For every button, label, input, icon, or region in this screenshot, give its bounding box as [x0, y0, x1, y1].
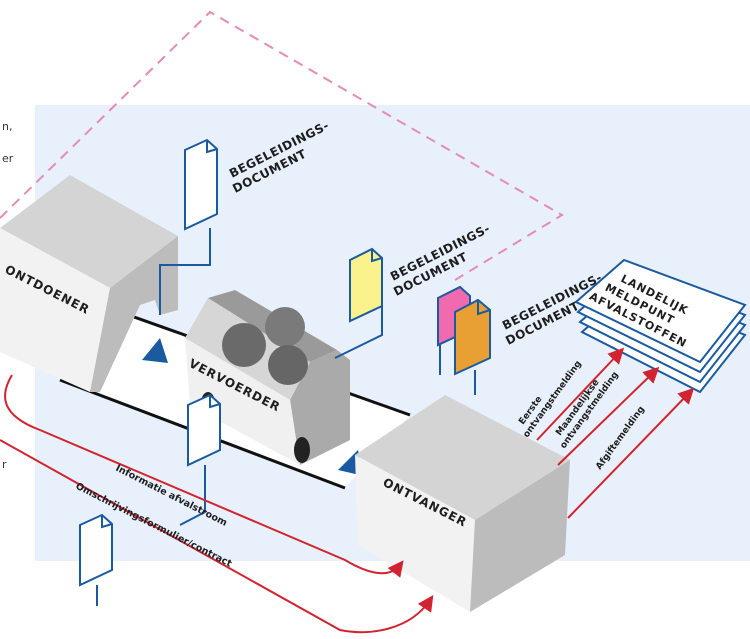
vervoerder-truck: VERVOERDER: [185, 290, 350, 465]
truck-wheel-front: [294, 437, 310, 463]
cargo-sphere-2: [265, 307, 305, 347]
flow-informatie-afvalstroom: [4, 374, 404, 578]
cargo-sphere-1: [222, 323, 266, 367]
flow-omschrijvingsformulier: [0, 439, 434, 634]
arrow-eerste-ontvangstmelding: [536, 347, 625, 441]
pink-dashed-outline: [0, 10, 564, 281]
side-text-1: n,: [2, 120, 12, 133]
cargo-sphere-3: [268, 345, 308, 385]
side-text-2: er: [2, 152, 14, 165]
ontvanger-box: ONTVANGER: [355, 395, 570, 612]
arrow-afgiftemelding: [567, 387, 695, 519]
side-text-3: r: [2, 458, 7, 471]
ontdoener-box: ONTDOENER: [0, 175, 178, 392]
conveyor-arrow-left: [142, 338, 168, 363]
doc-omschrijvingsformulier: [79, 513, 113, 606]
orange-doc: [454, 298, 491, 376]
landelijk-meldpunt-stack: LANDELIJK MELDPUNT AFVALSTOFFEN: [574, 258, 747, 394]
arrow-maandelijkse-ontvangstmelding: [557, 366, 660, 466]
doc-informatie-afvalstroom: [179, 393, 221, 526]
